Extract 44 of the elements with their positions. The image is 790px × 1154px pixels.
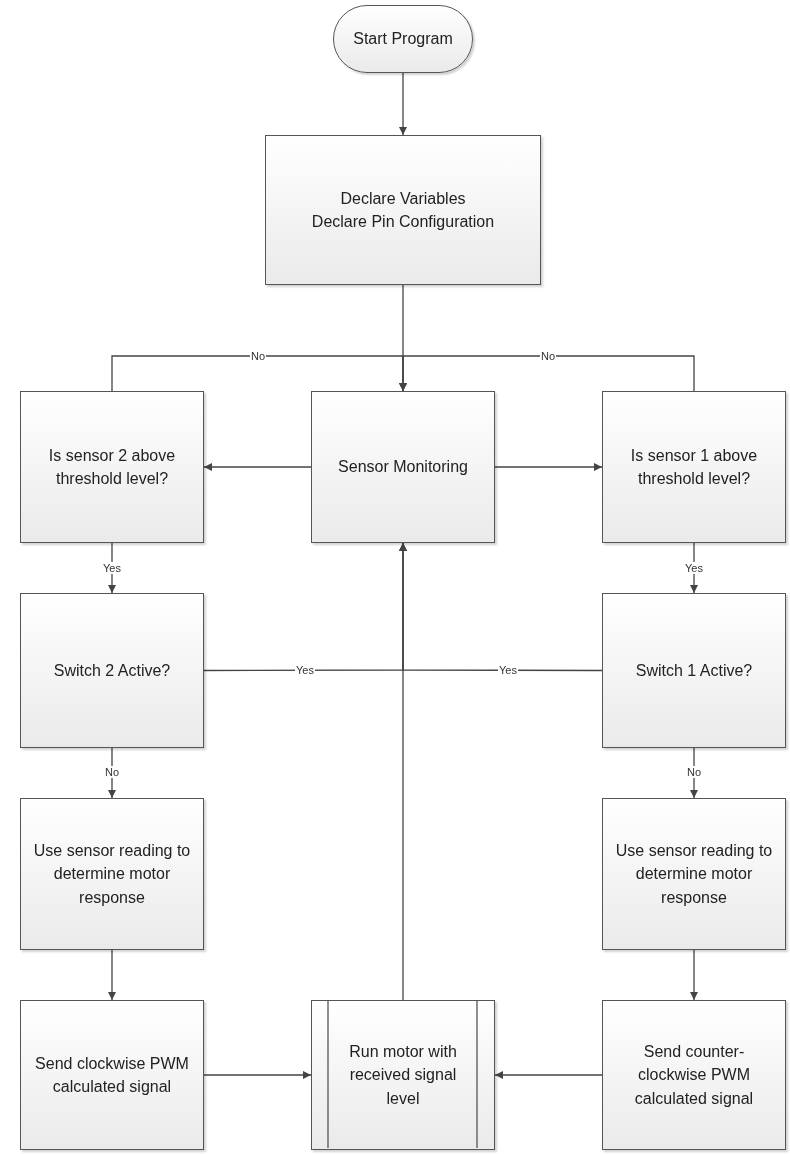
- process-box: [20, 593, 204, 748]
- edge-label: Yes: [102, 561, 122, 575]
- box-text: Send counter-clockwise PWM calculated signal: [633, 1042, 755, 1109]
- start-terminal: [333, 5, 473, 73]
- process-box: [602, 391, 786, 543]
- process-box: [602, 1000, 786, 1150]
- box-text: Declare Variables: [339, 188, 467, 209]
- arrow: [494, 1071, 603, 1079]
- arrow: [399, 72, 407, 136]
- edge-label: No: [103, 765, 121, 779]
- arrow: [108, 949, 116, 1001]
- box-text: Sensor Monitoring: [337, 457, 469, 478]
- process-box: [20, 798, 204, 950]
- box-text: Send clockwise PWM calculated signal: [34, 1053, 190, 1097]
- box-text: Is sensor 2 above threshold level?: [47, 445, 177, 489]
- arrow: [690, 542, 698, 594]
- edge-label: No: [249, 349, 267, 363]
- process-box: [265, 135, 541, 285]
- arrow: [399, 355, 695, 392]
- box-text: Start Program: [352, 29, 454, 50]
- subroutine-box: [311, 1000, 495, 1150]
- edge-label: Yes: [498, 663, 518, 677]
- edge-label: Yes: [295, 663, 315, 677]
- arrow: [690, 949, 698, 1001]
- process-box: [602, 798, 786, 950]
- edge-label: No: [685, 765, 703, 779]
- arrow: [203, 463, 312, 471]
- box-text: Switch 2 Active?: [52, 660, 172, 681]
- edge-label: Yes: [684, 561, 704, 575]
- process-box: [311, 391, 495, 543]
- box-text: Use sensor reading to determine motor response: [614, 841, 774, 908]
- box-text: Run motor with received signal level: [348, 1042, 458, 1109]
- process-box: [20, 1000, 204, 1150]
- box-text: Is sensor 1 above threshold level?: [629, 445, 759, 489]
- arrow: [494, 463, 603, 471]
- arrow: [108, 542, 116, 594]
- process-box: [20, 391, 204, 543]
- box-text: Declare Pin Configuration: [310, 212, 496, 232]
- process-box: [602, 593, 786, 748]
- box-text: Switch 1 Active?: [634, 660, 754, 681]
- arrow: [399, 542, 407, 1001]
- edge-label: No: [539, 349, 557, 363]
- arrow: [203, 1071, 312, 1079]
- box-text: Use sensor reading to determine motor response: [32, 841, 192, 908]
